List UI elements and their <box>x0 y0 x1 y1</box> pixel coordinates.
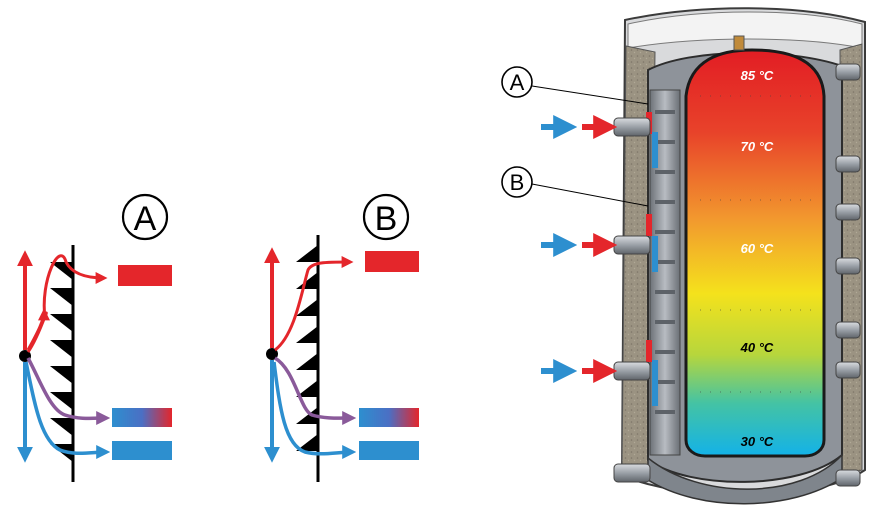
right-connectors <box>835 63 861 487</box>
callout-a-text: A <box>510 70 525 95</box>
top-connector <box>733 35 745 51</box>
hot-flow-b <box>274 256 354 352</box>
tank-callouts: A B <box>501 66 649 207</box>
label-b-text: B <box>375 200 398 238</box>
deflectors-a <box>50 262 73 462</box>
diagram-a: A <box>17 193 172 482</box>
inflow-arrows <box>541 115 618 383</box>
tank-cutaway: 85 °C 70 °C 60 °C 40 °C 30 °C <box>613 7 866 505</box>
hot-out-arrow-a <box>64 261 108 284</box>
callout-b-text: B <box>510 170 525 195</box>
mixed-out-bar-b <box>359 408 419 427</box>
temp-label-70: 70 °C <box>741 139 774 154</box>
temperature-gradient <box>684 48 826 458</box>
label-b-circle <box>362 193 410 241</box>
temp-label-60: 60 °C <box>741 241 774 256</box>
hot-out-bar-b <box>365 251 419 272</box>
hot-small-arrow-a <box>26 308 50 351</box>
label-a-text: A <box>134 200 157 238</box>
temp-label-40: 40 °C <box>740 340 774 355</box>
hot-out-bar-a <box>118 265 172 286</box>
node-b <box>266 348 278 360</box>
cold-out-bar-b <box>359 441 419 460</box>
tank-bottom <box>647 453 843 505</box>
label-a-circle <box>121 193 169 241</box>
callout-b-circle <box>501 166 533 198</box>
deflectors-b <box>296 245 318 451</box>
mixed-flow-b <box>273 356 357 426</box>
diagram-b: B <box>264 193 419 482</box>
callout-a-leader <box>531 85 649 105</box>
callout-a-circle <box>501 66 533 98</box>
temp-label-30: 30 °C <box>741 434 774 449</box>
mixed-out-bar-a <box>112 408 172 427</box>
mixed-flow-a <box>26 357 111 426</box>
temp-label-85: 85 °C <box>741 68 774 83</box>
cold-flow-b <box>272 361 357 460</box>
callout-b-leader <box>531 183 649 207</box>
lance-deflectors <box>655 110 675 414</box>
cold-flow-a <box>24 361 111 460</box>
cold-out-bar-a <box>112 441 172 460</box>
